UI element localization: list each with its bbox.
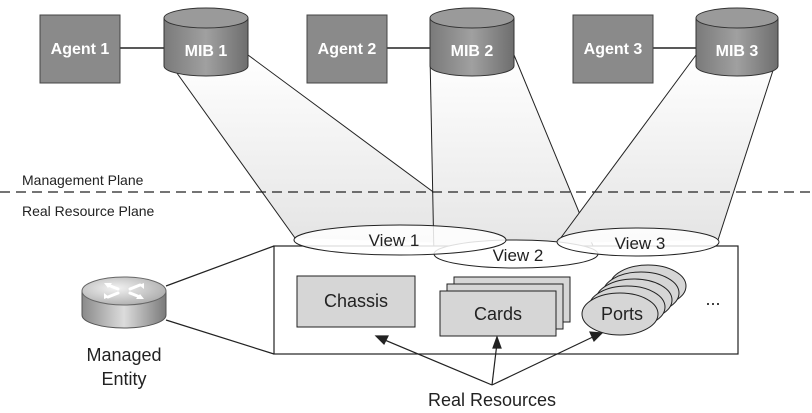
view-3-label: View 3: [615, 234, 666, 253]
management-plane-label: Management Plane: [22, 172, 144, 188]
real-resource-plane-label: Real Resource Plane: [22, 203, 155, 219]
real-resources-label: Real Resources: [428, 390, 556, 410]
view-cone-3: [556, 54, 779, 244]
agent-group-3: Agent 3 MIB 3: [572, 7, 779, 84]
agent-1-label: Agent 1: [51, 41, 110, 58]
view-1-label: View 1: [369, 231, 420, 250]
managed-entity-line2: Entity: [101, 369, 146, 389]
real-resources-arrows: [374, 331, 604, 386]
entity-connector-bottom: [165, 319, 275, 355]
ports-label: Ports: [601, 304, 643, 324]
chassis-box[interactable]: Chassis: [296, 275, 416, 328]
agent-group-1: Agent 1 MIB 1: [39, 7, 249, 84]
cards-stack[interactable]: Cards: [439, 276, 571, 337]
agent-1-box[interactable]: [39, 14, 121, 84]
managed-entity-line1: Managed: [86, 345, 161, 365]
router-icon[interactable]: [81, 276, 167, 329]
view-ellipse-1[interactable]: View 1: [293, 224, 507, 256]
more-resources-ellipsis: ...: [705, 289, 720, 309]
mib-1-cylinder[interactable]: MIB 1: [163, 7, 249, 77]
cards-label: Cards: [474, 304, 522, 324]
ports-stack[interactable]: Ports: [581, 264, 687, 336]
view-2-label: View 2: [493, 246, 544, 265]
mib-2-label: MIB 2: [451, 43, 494, 60]
mib-3-cylinder[interactable]: MIB 3: [695, 7, 779, 77]
chassis-label: Chassis: [324, 291, 388, 311]
agent-group-2: Agent 2 MIB 2: [306, 7, 515, 84]
agent-3-box[interactable]: [572, 14, 654, 84]
view-ellipse-3[interactable]: View 3: [556, 227, 720, 257]
mib-3-label: MIB 3: [716, 43, 759, 60]
agent-2-label: Agent 2: [318, 41, 377, 58]
entity-connector-top: [165, 245, 275, 287]
mib-2-cylinder[interactable]: MIB 2: [429, 7, 515, 77]
mib-1-label: MIB 1: [185, 43, 228, 60]
agent-2-box[interactable]: [306, 14, 388, 84]
agent-3-label: Agent 3: [584, 41, 643, 58]
